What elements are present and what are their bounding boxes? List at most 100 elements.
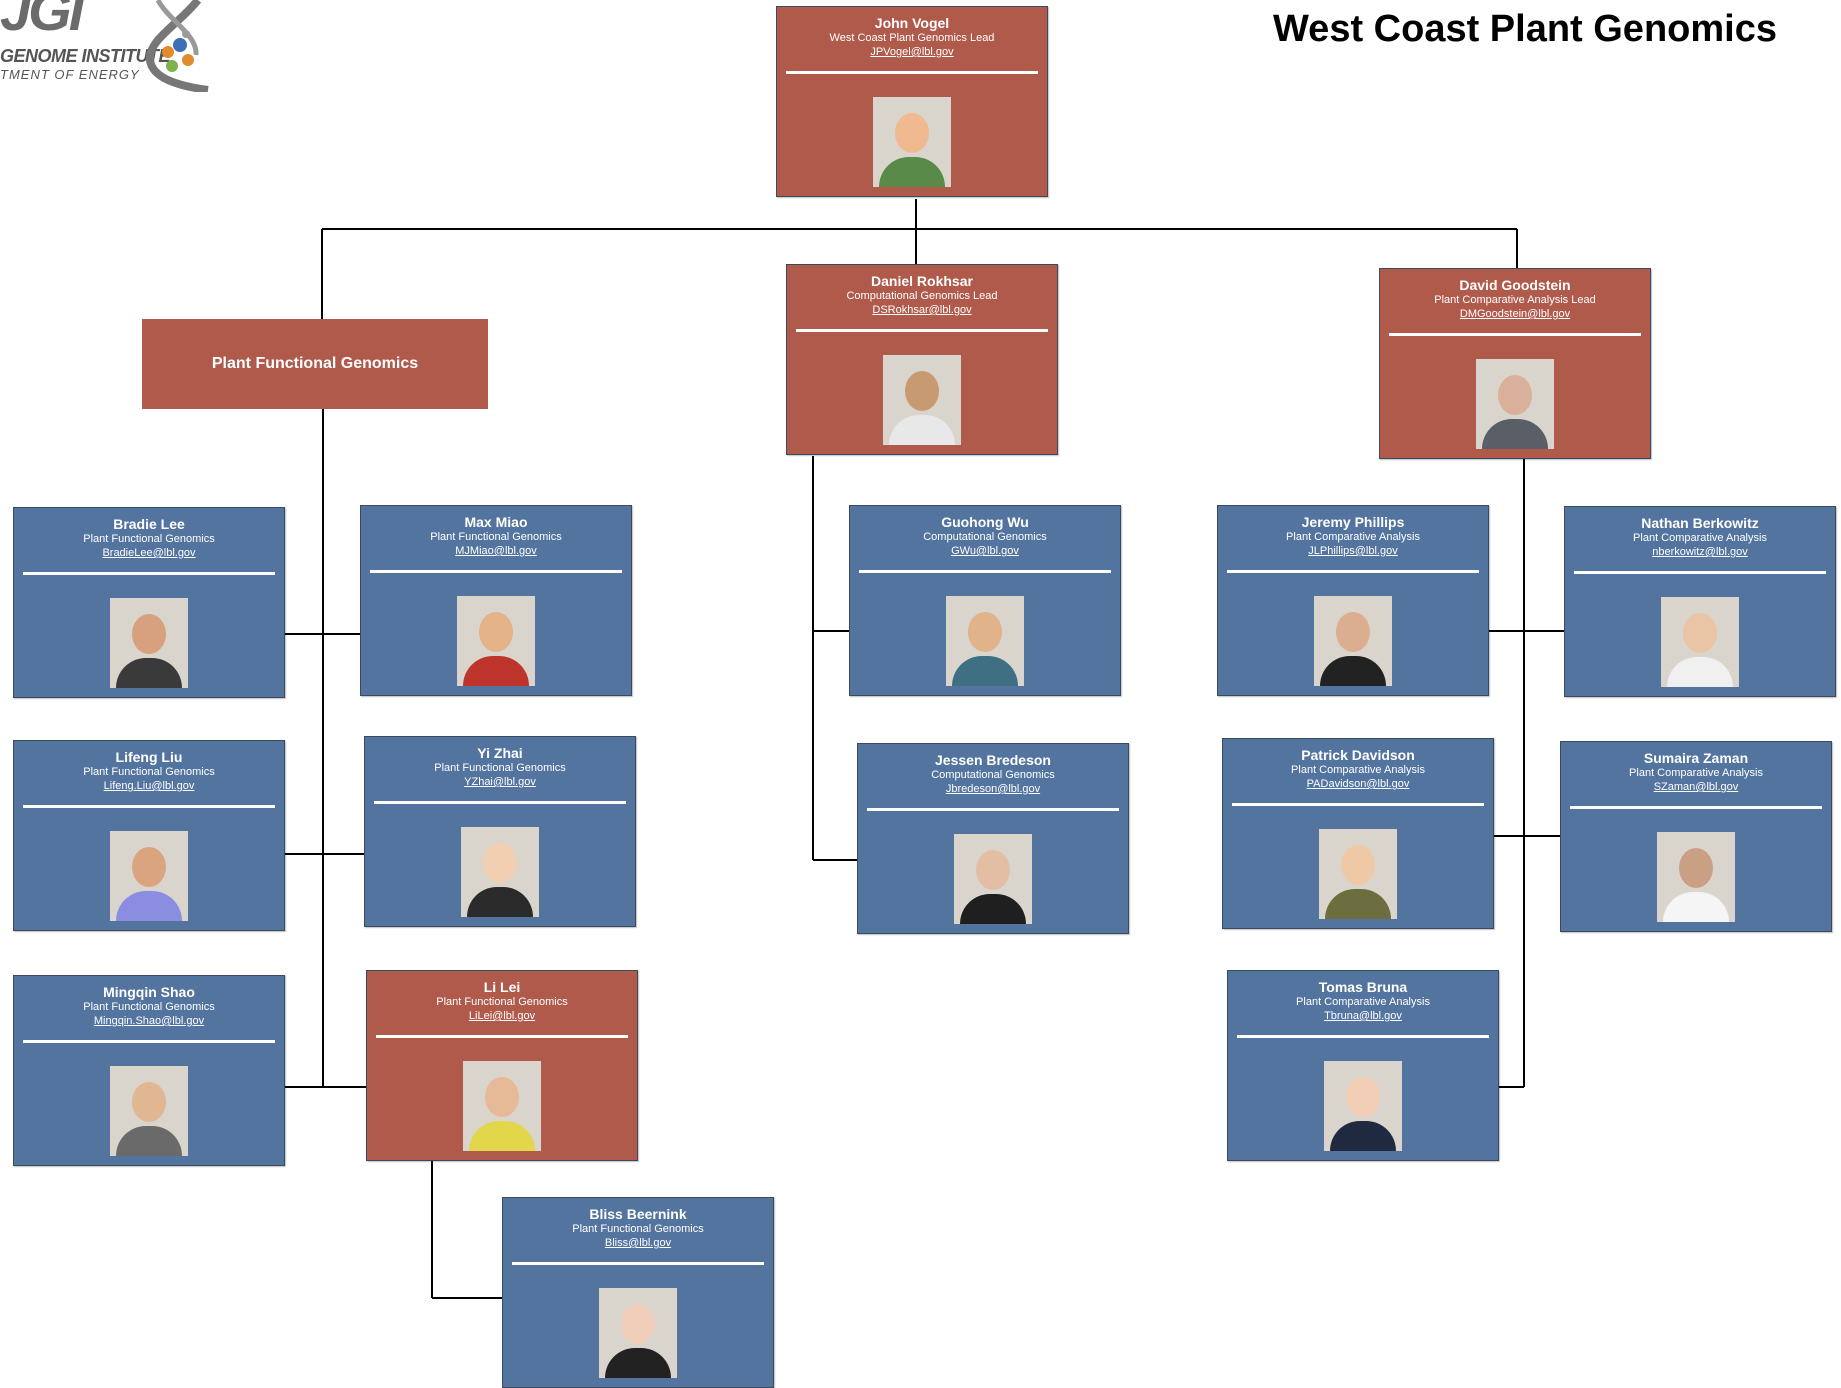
photo-head — [132, 847, 166, 887]
person-email-link[interactable]: JLPhillips@lbl.gov — [1308, 545, 1398, 557]
photo-head — [1498, 375, 1532, 415]
person-name: John Vogel — [874, 15, 950, 31]
photo-body — [1320, 656, 1386, 686]
person-photo — [110, 1066, 188, 1156]
person-role: Plant Comparative Analysis — [1633, 532, 1767, 544]
photo-body — [879, 157, 945, 187]
photo-head — [132, 1082, 166, 1122]
person-photo — [1324, 1061, 1402, 1151]
person-name: Yi Zhai — [477, 745, 523, 761]
person-email-link[interactable]: Bliss@lbl.gov — [604, 1237, 672, 1249]
person-email-link[interactable]: DMGoodstein@lbl.gov — [1459, 308, 1571, 320]
photo-head — [1336, 612, 1370, 652]
card-divider — [376, 1035, 628, 1038]
card-divider — [374, 801, 626, 804]
group-plant-functional-genomics: Plant Functional Genomics — [142, 319, 488, 409]
photo-head — [1346, 1077, 1380, 1117]
card-divider — [1232, 803, 1484, 806]
photo-head — [485, 1077, 519, 1117]
person-email-link[interactable]: DSRokhsar@lbl.gov — [872, 304, 972, 316]
photo-body — [1667, 657, 1733, 687]
person-card-lei: Li Lei Plant Functional Genomics LiLei@l… — [366, 970, 638, 1161]
person-photo — [1314, 596, 1392, 686]
person-photo — [599, 1288, 677, 1378]
card-divider — [512, 1262, 764, 1265]
photo-body — [1330, 1121, 1396, 1151]
person-role: West Coast Plant Genomics Lead — [829, 32, 995, 44]
person-email-link[interactable]: nberkowitz@lbl.gov — [1652, 546, 1748, 558]
person-email-link[interactable]: GWu@lbl.gov — [951, 545, 1019, 557]
person-photo — [1661, 597, 1739, 687]
person-card-vogel: John Vogel West Coast Plant Genomics Lea… — [776, 6, 1048, 197]
person-name: Bliss Beernink — [589, 1206, 687, 1222]
dna-helix-icon — [146, 0, 209, 92]
person-email-link[interactable]: YZhai@lbl.gov — [464, 776, 536, 788]
person-name: Mingqin Shao — [103, 984, 195, 1000]
person-email-link[interactable]: Mingqin.Shao@lbl.gov — [93, 1015, 205, 1027]
person-card-miao: Max Miao Plant Functional Genomics MJMia… — [360, 505, 632, 696]
photo-body — [469, 1121, 535, 1151]
person-role: Plant Functional Genomics — [572, 1223, 704, 1235]
person-photo — [110, 831, 188, 921]
person-card-bredeson: Jessen Bredeson Computational Genomics J… — [857, 743, 1129, 934]
person-name: Nathan Berkowitz — [1641, 515, 1759, 531]
jgi-logo: JGI GENOME INSTITUTE TMENT OF ENERGY — [0, 0, 220, 95]
photo-head — [132, 614, 166, 654]
person-role: Plant Comparative Analysis — [1629, 767, 1763, 779]
person-email-link[interactable]: JPVogel@lbl.gov — [870, 46, 954, 58]
person-role: Plant Functional Genomics — [434, 762, 566, 774]
person-role: Plant Comparative Analysis — [1296, 996, 1430, 1008]
person-email-link[interactable]: Tbruna@lbl.gov — [1324, 1010, 1402, 1022]
person-role: Plant Comparative Analysis Lead — [1434, 294, 1596, 306]
person-email-link[interactable]: BradieLee@lbl.gov — [102, 547, 196, 559]
person-role: Plant Comparative Analysis — [1286, 531, 1420, 543]
person-role: Computational Genomics — [923, 531, 1047, 543]
person-name: Bradie Lee — [113, 516, 185, 532]
person-photo — [1657, 832, 1735, 922]
card-divider — [23, 572, 275, 575]
photo-head — [483, 843, 517, 883]
person-name: Jeremy Phillips — [1301, 514, 1405, 530]
photo-body — [960, 894, 1026, 924]
person-photo — [457, 596, 535, 686]
person-role: Plant Functional Genomics — [430, 531, 562, 543]
card-divider — [370, 570, 622, 573]
person-role: Plant Comparative Analysis — [1291, 764, 1425, 776]
person-photo — [461, 827, 539, 917]
person-name: Daniel Rokhsar — [871, 273, 973, 289]
person-email-link[interactable]: PADavidson@lbl.gov — [1306, 778, 1410, 790]
person-email-link[interactable]: Jbredeson@lbl.gov — [945, 783, 1041, 795]
person-photo — [1319, 829, 1397, 919]
photo-body — [952, 656, 1018, 686]
photo-head — [968, 612, 1002, 652]
photo-body — [116, 1126, 182, 1156]
photo-head — [1341, 845, 1375, 885]
card-divider — [786, 71, 1038, 74]
person-photo — [1476, 359, 1554, 449]
card-divider — [796, 329, 1048, 332]
photo-body — [1325, 889, 1391, 919]
person-name: Jessen Bredeson — [935, 752, 1051, 768]
person-role: Computational Genomics Lead — [846, 290, 998, 302]
photo-body — [1482, 419, 1548, 449]
person-email-link[interactable]: Lifeng.Liu@lbl.gov — [103, 780, 195, 792]
photo-head — [479, 612, 513, 652]
logo-line-1: GENOME INSTITUTE — [0, 46, 171, 66]
person-name: Guohong Wu — [941, 514, 1029, 530]
person-email-link[interactable]: MJMiao@lbl.gov — [455, 545, 537, 557]
card-divider — [867, 808, 1119, 811]
person-card-wu: Guohong Wu Computational Genomics GWu@lb… — [849, 505, 1121, 696]
person-role: Plant Functional Genomics — [83, 1001, 215, 1013]
card-divider — [1237, 1035, 1489, 1038]
person-name: Sumaira Zaman — [1643, 750, 1749, 766]
photo-body — [463, 656, 529, 686]
person-card-shao: Mingqin Shao Plant Functional Genomics M… — [13, 975, 285, 1166]
card-divider — [1227, 570, 1479, 573]
person-photo — [110, 598, 188, 688]
person-email-link[interactable]: SZaman@lbl.gov — [1653, 781, 1739, 793]
person-email-link[interactable]: LiLei@lbl.gov — [468, 1010, 536, 1022]
logo-line-2: TMENT OF ENERGY — [0, 67, 140, 82]
person-role: Computational Genomics — [931, 769, 1055, 781]
person-name: Max Miao — [464, 514, 528, 530]
